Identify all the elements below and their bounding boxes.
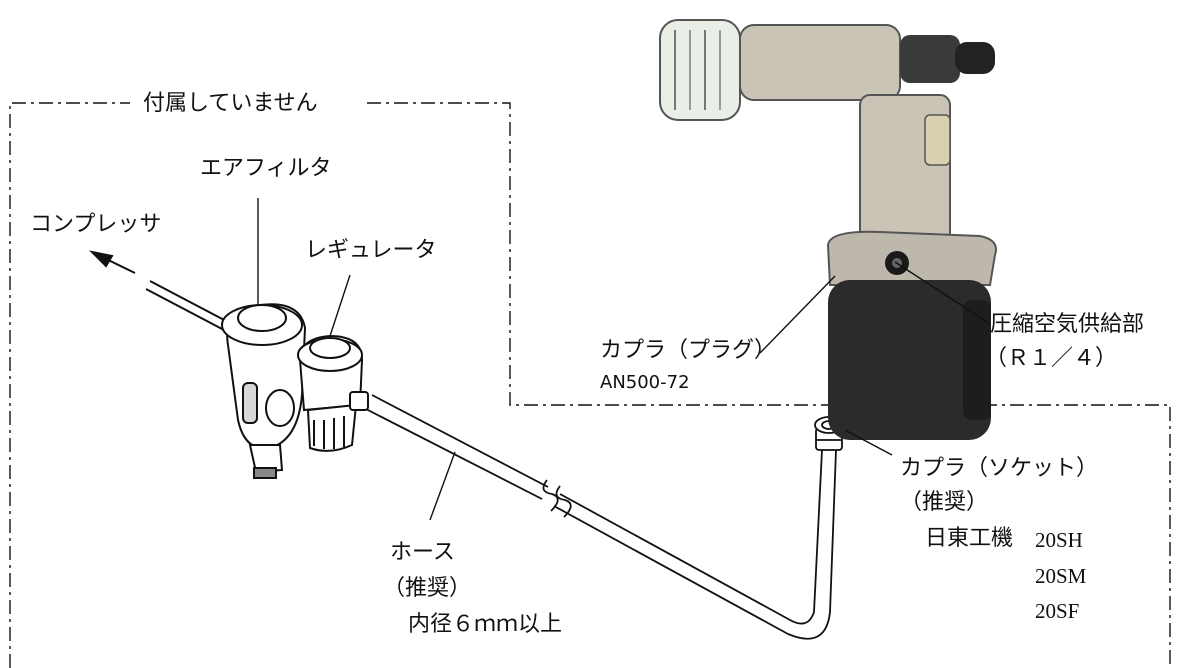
leader-lines: [257, 198, 991, 521]
air-filter-label: エアフィルタ: [200, 156, 332, 181]
coupler-socket-label: カプラ（ソケット）: [900, 456, 1099, 481]
compressor-label: コンプレッサ: [30, 212, 162, 237]
supply-port-size: （Ｒ１／４）: [985, 346, 1118, 371]
filter-regulator-unit: [221, 303, 369, 479]
coupler-plug-model: AN500-72: [600, 372, 690, 393]
rivet-tool-image: [659, 19, 997, 440]
not-included-label: 付属していません: [143, 91, 318, 116]
supply-port-label: 圧縮空気供給部: [990, 312, 1145, 337]
compressor-arrow: [88, 250, 136, 274]
socket-model-1: 20SH: [1035, 528, 1083, 552]
socket-maker: 日東工機: [925, 526, 1014, 551]
coupler-socket-recommended: （推奨）: [900, 490, 989, 515]
socket-model-3: 20SF: [1035, 599, 1080, 623]
hose-label: ホース: [390, 540, 455, 565]
hose-spec: 内径６ｍｍ以上: [408, 612, 563, 637]
socket-model-2: 20SM: [1035, 564, 1087, 588]
coupler-plug-label: カプラ（プラグ）: [600, 338, 777, 363]
hose-recommended: （推奨）: [383, 576, 472, 601]
main-hose: [363, 394, 837, 640]
not-included-boundary: [9, 102, 1171, 668]
compressor-hose: [145, 280, 229, 331]
regulator-label: レギュレータ: [305, 238, 437, 263]
